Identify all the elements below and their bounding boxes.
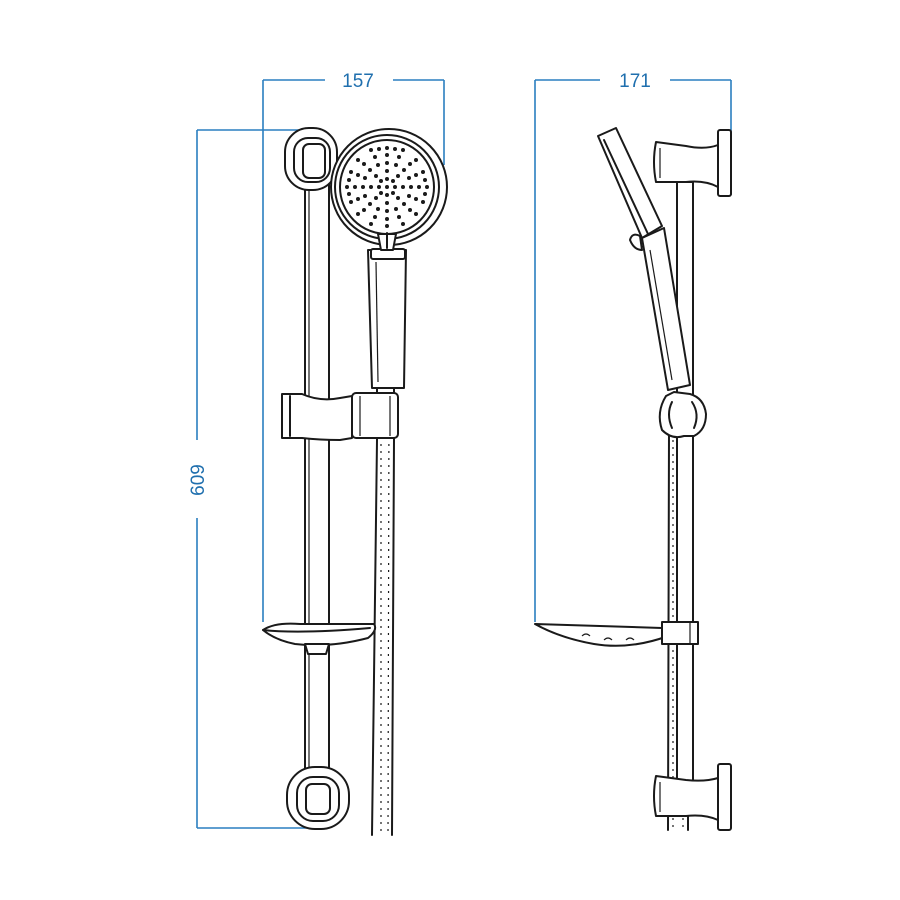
side-bottom-bracket bbox=[653, 763, 732, 831]
front-soap-dish bbox=[262, 622, 377, 655]
front-view bbox=[262, 127, 448, 836]
dimension-label-609: 609 bbox=[188, 464, 209, 496]
dimension-width-front: 157 bbox=[262, 71, 445, 622]
front-slide-bar bbox=[304, 169, 330, 791]
side-slide-bar bbox=[676, 181, 694, 791]
front-handset bbox=[330, 128, 448, 389]
side-soap-dish bbox=[534, 621, 699, 647]
front-slider-holder bbox=[281, 392, 399, 441]
side-holder-clip bbox=[658, 391, 707, 439]
spray-nozzles bbox=[345, 146, 429, 228]
front-top-bracket bbox=[284, 127, 338, 191]
dimension-label-157: 157 bbox=[342, 71, 374, 92]
side-view bbox=[534, 127, 732, 831]
dimension-height-front: 609 bbox=[188, 129, 318, 829]
side-top-bracket bbox=[653, 129, 732, 197]
front-hose bbox=[371, 387, 395, 836]
dimension-label-171: 171 bbox=[619, 71, 651, 92]
side-handset bbox=[597, 127, 691, 391]
front-bottom-bracket bbox=[286, 766, 350, 830]
